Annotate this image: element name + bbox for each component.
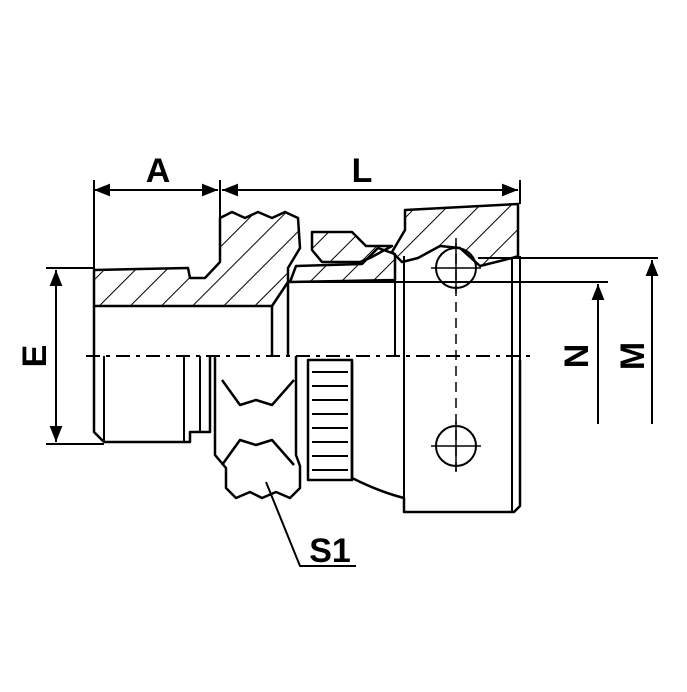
hex-flat-upper [220,379,295,407]
tube-wedge-section [288,246,397,284]
stud-body-section [92,210,302,308]
label-l: L [352,152,373,190]
hex-flat-lower [220,438,295,466]
knurl-teeth [312,371,348,471]
s1-leader-line [265,481,356,567]
stud-outline [92,306,212,444]
hex-body-outline [213,356,302,500]
label-e: E [16,345,54,368]
nut-outline [350,360,522,514]
label-n: N [558,344,596,369]
nut-section [390,202,520,268]
label-s1: S1 [309,532,351,570]
label-m: M [614,342,652,370]
label-a: A [146,152,171,190]
knurl-region [306,358,354,482]
